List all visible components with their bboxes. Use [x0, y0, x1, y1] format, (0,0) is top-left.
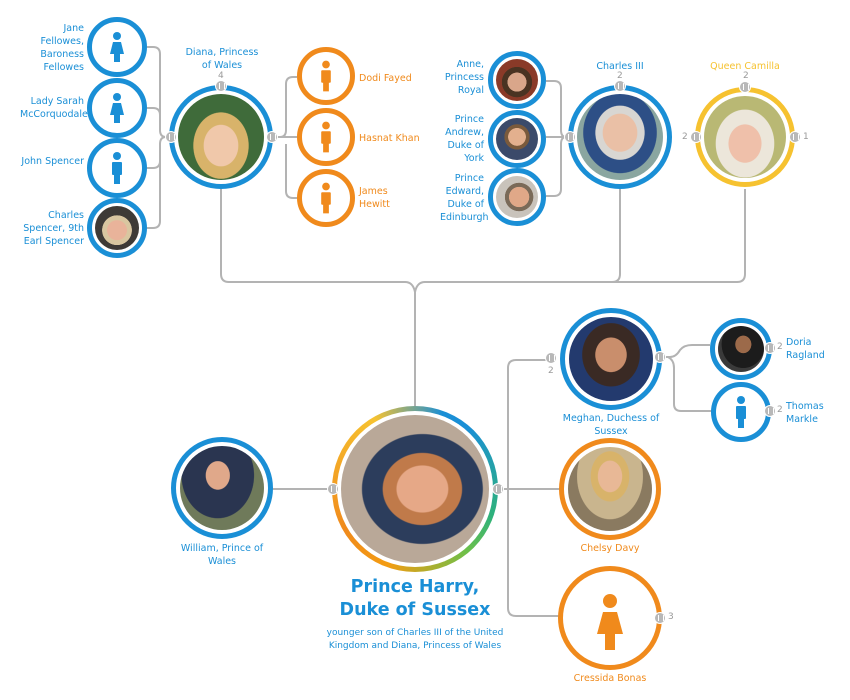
- children-count: 2: [617, 71, 623, 81]
- children-hub-icon[interactable]: [614, 80, 626, 92]
- person-node-john-spencer[interactable]: [87, 138, 147, 198]
- person-node-meghan[interactable]: [560, 308, 662, 410]
- person-node-anne[interactable]: [488, 51, 546, 109]
- parents-hub-icon[interactable]: [165, 131, 177, 143]
- male-silhouette-icon: [321, 121, 331, 153]
- person-node-andrew[interactable]: [488, 110, 546, 168]
- person-label-diana[interactable]: Diana, Princess of Wales: [185, 47, 259, 71]
- profile-photo: [341, 415, 489, 563]
- person-label-thomas-markle[interactable]: Thomas Markle: [786, 401, 824, 425]
- relatives-hub-icon[interactable]: [764, 405, 776, 417]
- photo-frame: [337, 411, 493, 567]
- person-label-edward[interactable]: Prince Edward, Duke of Edinburgh: [440, 173, 489, 223]
- person-node-william[interactable]: [171, 437, 273, 539]
- relatives-count: 2: [777, 405, 783, 415]
- relatives-count: 3: [668, 612, 674, 622]
- person-node-hasnat-khan[interactable]: [297, 108, 355, 166]
- person-node-queen-camilla[interactable]: [695, 87, 795, 187]
- person-node-chelsy-davy[interactable]: [559, 438, 661, 540]
- profile-photo: [95, 206, 139, 250]
- profile-photo: [577, 94, 663, 180]
- person-label-john-spencer[interactable]: John Spencer: [21, 156, 84, 167]
- children-count: 4: [218, 71, 224, 81]
- person-label-dodi-fayed[interactable]: Dodi Fayed: [359, 73, 412, 84]
- children-count: 2: [548, 366, 554, 376]
- parents-hub-icon[interactable]: [654, 351, 666, 363]
- person-node-doria-ragland[interactable]: [710, 318, 772, 380]
- partners-count: 1: [803, 132, 809, 142]
- person-node-jane-fellowes[interactable]: [87, 17, 147, 77]
- person-node-charles-spencer[interactable]: [87, 198, 147, 258]
- person-node-sarah-mccorquodale[interactable]: [87, 78, 147, 138]
- person-node-charles-iii[interactable]: [568, 85, 672, 189]
- profile-photo: [718, 326, 764, 372]
- person-label-james-hewitt[interactable]: James Hewitt: [359, 186, 390, 210]
- person-label-charles-iii[interactable]: Charles III: [596, 61, 644, 72]
- focus-person-description: younger son of Charles III of the United…: [326, 628, 504, 651]
- person-label-andrew[interactable]: Prince Andrew, Duke of York: [445, 114, 484, 164]
- person-label-sarah-mccorquodale[interactable]: Lady Sarah McCorquodale: [20, 96, 88, 120]
- female-silhouette-icon: [110, 32, 124, 62]
- male-silhouette-icon: [736, 396, 746, 428]
- siblings-hub-icon[interactable]: [564, 131, 576, 143]
- person-label-charles-spencer[interactable]: Charles Spencer, 9th Earl Spencer: [23, 210, 84, 247]
- parents-hub-icon[interactable]: [690, 131, 702, 143]
- person-node-dodi-fayed[interactable]: [297, 47, 355, 105]
- profile-photo: [180, 446, 264, 530]
- children-hub-icon[interactable]: [739, 81, 751, 93]
- focus-name-line-1: Prince Harry,: [350, 577, 480, 597]
- partners-hub-icon[interactable]: [266, 131, 278, 143]
- person-label-doria-ragland[interactable]: Doria Ragland: [786, 337, 825, 361]
- partners-hub-icon[interactable]: [789, 131, 801, 143]
- person-node-thomas-markle[interactable]: [711, 382, 771, 442]
- male-silhouette-icon: [112, 152, 122, 184]
- person-node-cressida-bonas[interactable]: [558, 566, 662, 670]
- person-node-edward[interactable]: [488, 168, 546, 226]
- person-label-jane-fellowes[interactable]: Jane Fellowes, Baroness Fellowes: [40, 23, 84, 73]
- person-node-prince-harry[interactable]: [332, 406, 498, 572]
- person-node-diana[interactable]: [169, 85, 273, 189]
- relatives-hub-icon[interactable]: [764, 342, 776, 354]
- person-label-anne[interactable]: Anne, Princess Royal: [444, 59, 484, 96]
- profile-photo: [568, 447, 652, 531]
- relatives-count: 2: [777, 342, 783, 352]
- person-label-chelsy-davy[interactable]: Chelsy Davy: [580, 543, 640, 554]
- focus-person-name: Prince Harry, Duke of Sussex: [320, 576, 510, 622]
- relatives-hub-icon[interactable]: [654, 612, 666, 624]
- children-hub-icon[interactable]: [545, 352, 557, 364]
- profile-photo: [569, 317, 653, 401]
- person-label-cressida-bonas[interactable]: Cressida Bonas: [573, 673, 647, 684]
- profile-photo: [178, 94, 264, 180]
- person-label-meghan[interactable]: Meghan, Duchess of Sussex: [562, 413, 660, 437]
- female-silhouette-icon: [597, 594, 623, 650]
- siblings-hub-icon[interactable]: [327, 483, 339, 495]
- person-label-william[interactable]: William, Prince of Wales: [180, 543, 264, 567]
- female-silhouette-icon: [110, 93, 124, 123]
- profile-photo: [704, 96, 786, 178]
- profile-photo: [496, 176, 538, 218]
- person-label-hasnat-khan[interactable]: Hasnat Khan: [359, 133, 420, 144]
- children-hub-icon[interactable]: [215, 80, 227, 92]
- children-count: 2: [743, 71, 749, 81]
- profile-photo: [496, 118, 538, 160]
- person-label-queen-camilla[interactable]: Queen Camilla: [710, 61, 780, 72]
- focus-name-line-2: Duke of Sussex: [339, 600, 491, 620]
- male-silhouette-icon: [321, 182, 331, 214]
- parents-count: 2: [682, 132, 688, 142]
- person-node-james-hewitt[interactable]: [297, 169, 355, 227]
- male-silhouette-icon: [321, 60, 331, 92]
- profile-photo: [496, 59, 538, 101]
- partners-hub-icon[interactable]: [492, 483, 504, 495]
